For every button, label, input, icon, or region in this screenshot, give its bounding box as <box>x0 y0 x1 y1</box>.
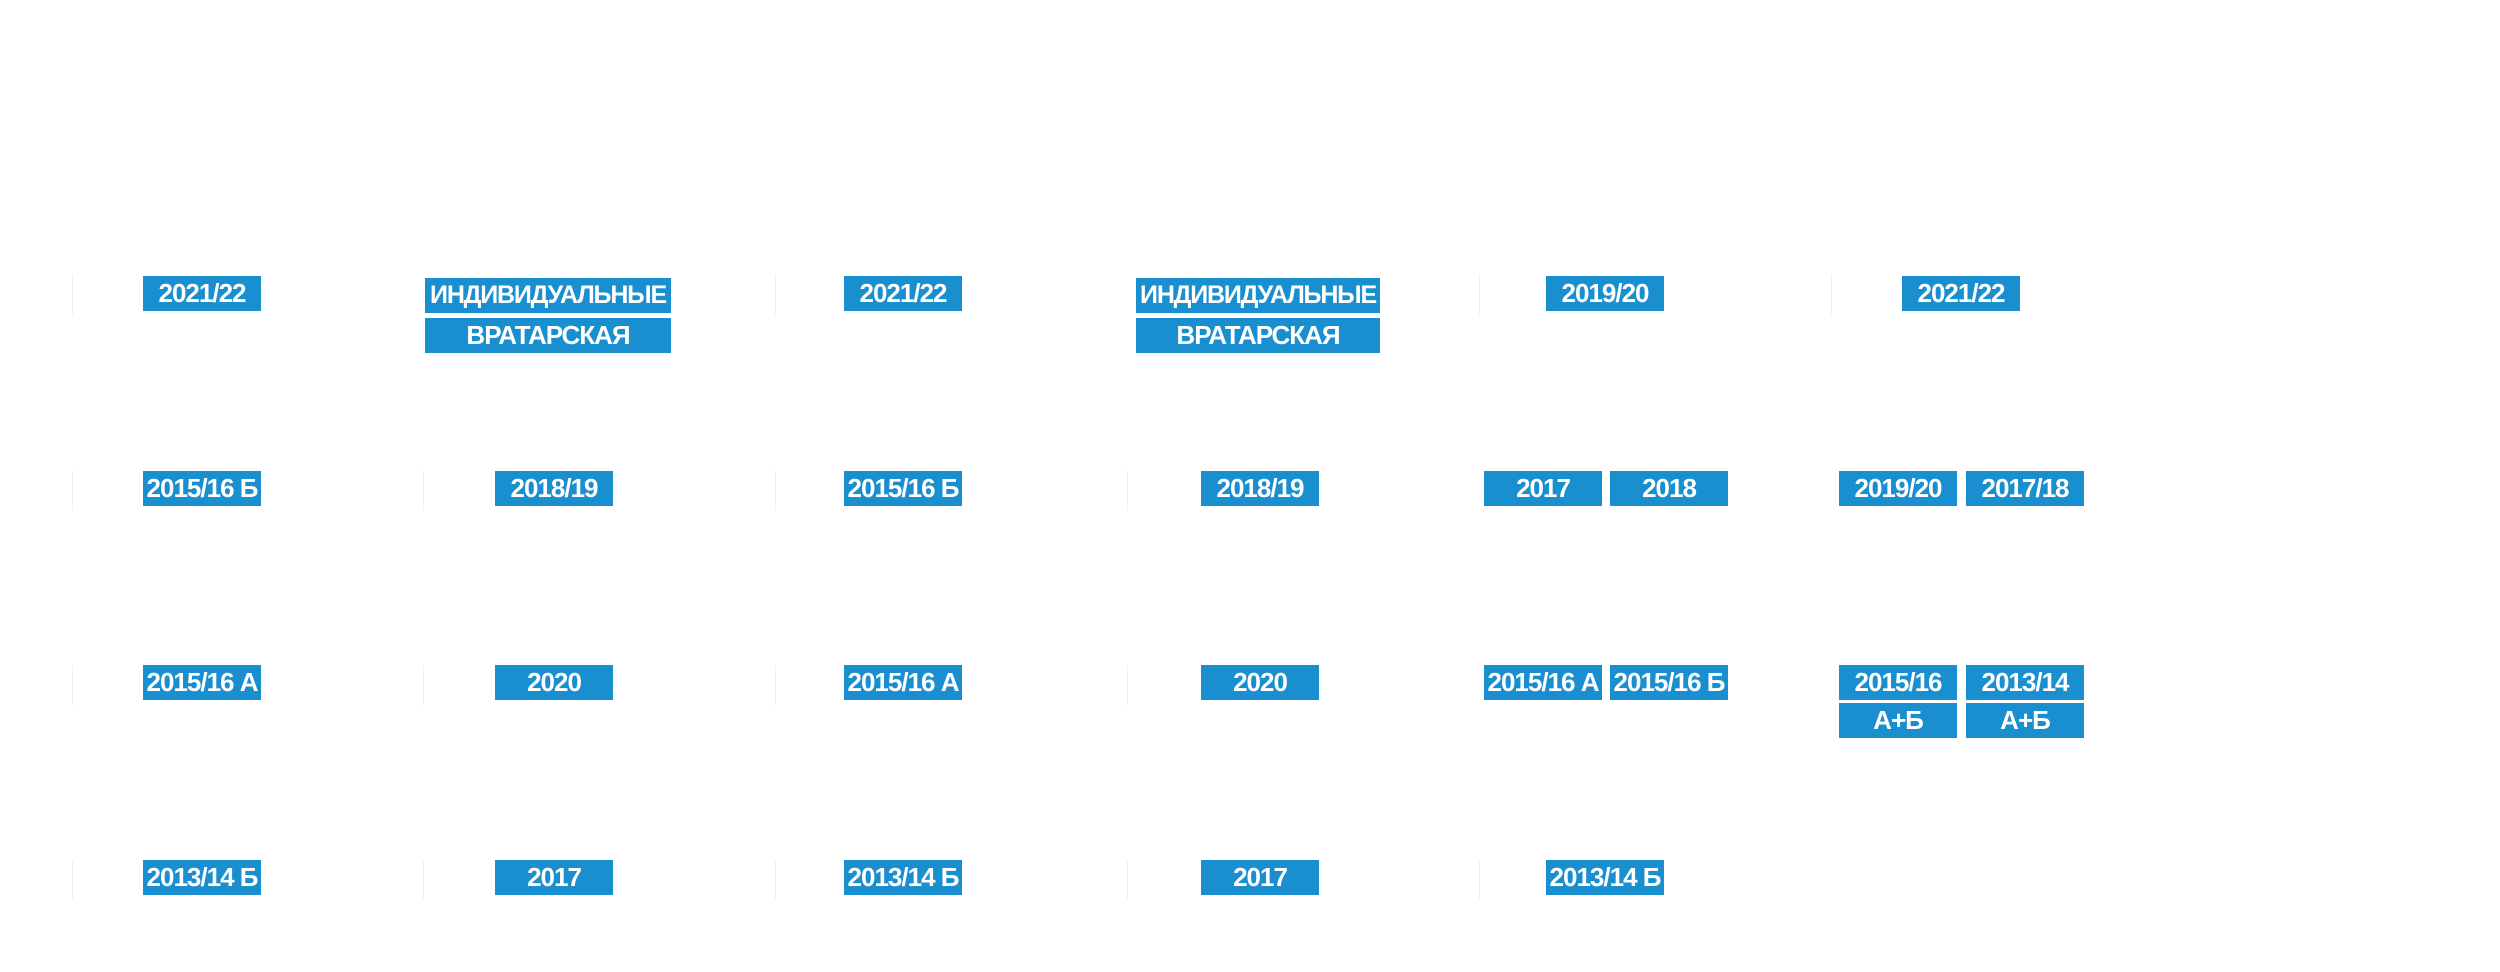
column-divider <box>72 470 73 510</box>
season-tag-button[interactable]: 2018/19 <box>1201 471 1319 506</box>
column-divider <box>423 470 424 510</box>
season-tag-button[interactable]: 2020 <box>495 665 613 700</box>
season-tag-button[interactable]: 2017 <box>495 860 613 895</box>
season-tag-button[interactable]: 2017 <box>1484 471 1602 506</box>
column-divider <box>1127 665 1128 705</box>
season-tag-button[interactable]: 2017 <box>1201 860 1319 895</box>
column-divider <box>775 470 776 510</box>
season-tag-button[interactable]: 2018/19 <box>495 471 613 506</box>
season-tag-button[interactable]: 2021/22 <box>1902 276 2020 311</box>
column-divider <box>1127 470 1128 510</box>
column-divider <box>775 860 776 900</box>
group-suffix-button[interactable]: А+Б <box>1966 703 2084 738</box>
season-tag-button[interactable]: 2015/16 <box>1839 665 1957 700</box>
column-divider <box>72 275 73 315</box>
column-divider <box>72 665 73 705</box>
season-tag-button[interactable]: 2015/16 А <box>844 665 962 700</box>
group-suffix-button[interactable]: А+Б <box>1839 703 1957 738</box>
goalkeeper-training-button[interactable]: ВРАТАРСКАЯ <box>1136 318 1380 353</box>
column-divider <box>1127 860 1128 900</box>
season-tag-button[interactable]: 2015/16 Б <box>143 471 261 506</box>
column-divider <box>775 275 776 315</box>
season-tag-button[interactable]: 2019/20 <box>1839 471 1957 506</box>
season-tag-button[interactable]: 2019/20 <box>1546 276 1664 311</box>
season-tag-button[interactable]: 2013/14 Б <box>1546 860 1664 895</box>
season-tag-button[interactable]: 2020 <box>1201 665 1319 700</box>
column-divider <box>423 665 424 705</box>
season-tag-button[interactable]: 2021/22 <box>143 276 261 311</box>
season-tag-button[interactable]: 2013/14 <box>1966 665 2084 700</box>
season-tag-button[interactable]: 2015/16 Б <box>1610 665 1728 700</box>
season-tag-button[interactable]: 2015/16 Б <box>844 471 962 506</box>
season-tag-button[interactable]: 2021/22 <box>844 276 962 311</box>
season-tag-button[interactable]: 2018 <box>1610 471 1728 506</box>
individual-training-button[interactable]: ИНДИВИДУАЛЬНЫЕ <box>1136 278 1380 313</box>
season-tag-button[interactable]: 2013/14 Б <box>844 860 962 895</box>
column-divider <box>72 860 73 900</box>
goalkeeper-training-button[interactable]: ВРАТАРСКАЯ <box>425 318 671 353</box>
column-divider <box>1479 275 1480 315</box>
season-tag-button[interactable]: 2017/18 <box>1966 471 2084 506</box>
column-divider <box>423 860 424 900</box>
season-tag-button[interactable]: 2013/14 Б <box>143 860 261 895</box>
season-tag-button[interactable]: 2015/16 А <box>1484 665 1602 700</box>
individual-training-button[interactable]: ИНДИВИДУАЛЬНЫЕ <box>425 278 671 313</box>
season-tag-button[interactable]: 2015/16 А <box>143 665 261 700</box>
column-divider <box>1831 275 1832 315</box>
column-divider <box>1479 860 1480 900</box>
column-divider <box>775 665 776 705</box>
